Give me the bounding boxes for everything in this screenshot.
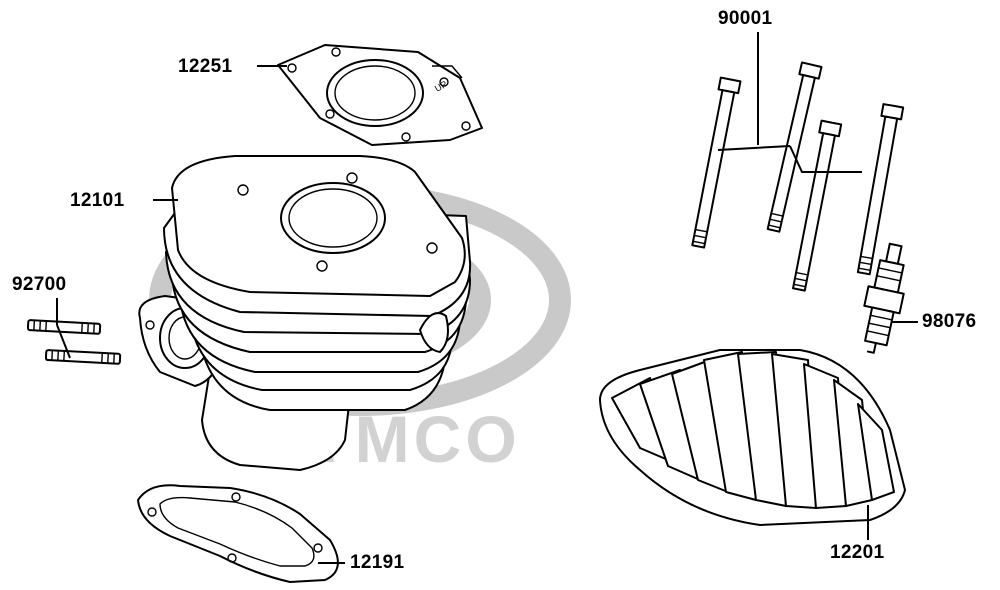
- part-label-90001[interactable]: 90001: [718, 8, 773, 29]
- part-label-12101[interactable]: 12101: [70, 190, 125, 211]
- cylinder-drawing[interactable]: [138, 155, 472, 471]
- part-label-12191[interactable]: 12191: [350, 552, 405, 573]
- cylinder-gasket-drawing[interactable]: UP: [277, 44, 483, 146]
- cylinder-head-drawing[interactable]: [599, 349, 906, 526]
- cylinder-base-gasket-drawing[interactable]: [137, 484, 339, 583]
- part-label-98076[interactable]: 98076: [922, 311, 977, 332]
- part-label-12201[interactable]: 12201: [830, 542, 885, 563]
- part-label-12251[interactable]: 12251: [178, 56, 233, 77]
- leader-lines: [56, 32, 918, 564]
- part-label-92700[interactable]: 92700: [12, 274, 67, 295]
- stud-bolt-drawing[interactable]: [26, 319, 122, 365]
- cylinder-head-bolt-drawing[interactable]: [688, 61, 905, 292]
- spark-plug-drawing[interactable]: [855, 241, 913, 356]
